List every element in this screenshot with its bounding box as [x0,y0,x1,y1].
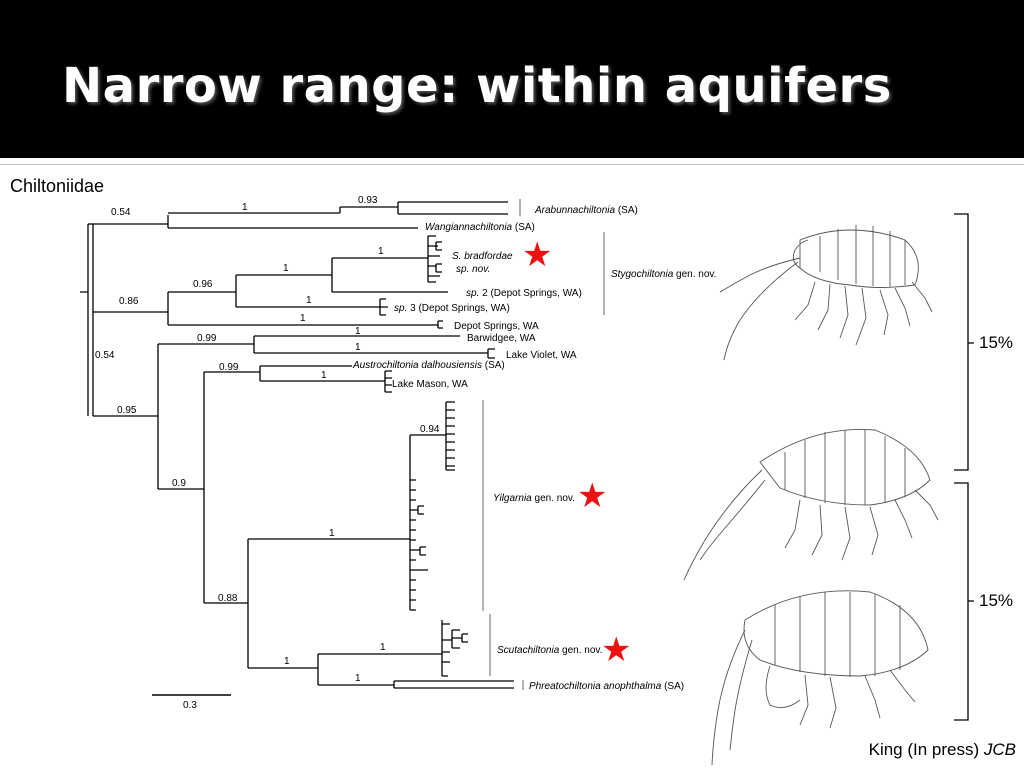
support-label: 0.88 [218,593,238,604]
taxon-label-barwidgee: Barwidgee, WA [467,333,536,344]
phylogenetic-tree: 0.54 1 0.93 0.86 0.96 1 1 1 1 0.54 0.99 … [80,195,716,711]
star-icon: ★ [577,476,608,516]
slide-title: Narrow range: within aquifers [62,58,892,114]
support-label: 1 [321,370,327,381]
support-label: 0.54 [111,207,131,218]
support-label: 1 [355,342,361,353]
support-label: 1 [284,656,290,667]
clade-labels: Stygochiltonia gen. nov. Yilgarnia gen. … [493,269,716,656]
taxon-label-austrochiltonia: Austrochiltonia dalhousiensis (SA) [352,360,505,371]
support-label: 0.54 [95,350,115,361]
support-label: 0.96 [193,279,213,290]
tree-branches [80,201,514,689]
bracket-upper-label: 15% [979,333,1014,352]
support-label: 0.93 [358,195,378,206]
bracket-lower [954,482,974,721]
support-label: 0.95 [117,405,137,416]
branch-support-labels: 0.54 1 0.93 0.86 0.96 1 1 1 1 0.54 0.99 … [95,195,440,684]
clade-label-scutachiltonia: Scutachiltonia gen. nov. [497,645,602,656]
taxon-label-sp2: sp. 2 (Depot Springs, WA) [466,288,582,299]
support-label: 0.86 [119,296,139,307]
clade-bars [482,199,605,690]
amphipod-drawing-middle [683,429,939,581]
support-label: 0.99 [219,362,239,373]
star-icon: ★ [522,235,553,275]
support-label: 1 [283,263,289,274]
taxon-label-lake-violet: Lake Violet, WA [506,350,577,361]
bracket-lower-label: 15% [979,591,1014,610]
percentage-brackets [954,213,974,721]
taxon-label-lake-mason: Lake Mason, WA [392,379,468,390]
support-label: 1 [300,313,306,324]
citation: King (In press) JCB [868,740,1016,759]
taxon-label-depot-springs: Depot Springs, WA [454,321,539,332]
support-label: 0.94 [420,424,440,435]
title-divider [0,158,1024,165]
amphipod-illustrations [683,225,939,765]
support-label: 1 [329,528,335,539]
taxon-label-phreatochiltonia: Phreatochiltonia anophthalma (SA) [529,681,684,692]
taxon-label-arabunnachiltonia: Arabunnachiltonia (SA) [534,205,638,216]
bracket-upper [954,213,974,471]
support-label: 1 [380,642,386,653]
title-bar: Narrow range: within aquifers [0,0,1024,158]
family-label: Chiltoniidae [10,176,105,196]
support-label: 1 [306,295,312,306]
taxon-label-s-bradfordae: S. bradfordae [452,251,513,262]
scale-bar-label: 0.3 [183,700,197,711]
taxon-label-sp-nov: sp. nov. [456,264,490,275]
support-label: 0.9 [172,478,186,489]
taxon-label-sp3: sp. 3 (Depot Springs, WA) [394,303,510,314]
clade-label-yilgarnia: Yilgarnia gen. nov. [493,493,575,504]
support-label: 0.99 [197,333,217,344]
support-label: 1 [355,326,361,337]
amphipod-drawing-lower [711,590,929,765]
support-label: 1 [378,246,384,257]
clade-label-stygochiltonia: Stygochiltonia gen. nov. [611,269,716,280]
support-label: 1 [242,202,248,213]
taxon-label-wangiannachiltonia: Wangiannachiltonia (SA) [425,222,535,233]
star-icon: ★ [601,630,632,670]
support-label: 1 [355,673,361,684]
scale-bar: 0.3 [152,694,231,711]
amphipod-drawing-upper [719,225,933,361]
taxon-labels: Arabunnachiltonia (SA) Wangiannachiltoni… [352,205,684,692]
